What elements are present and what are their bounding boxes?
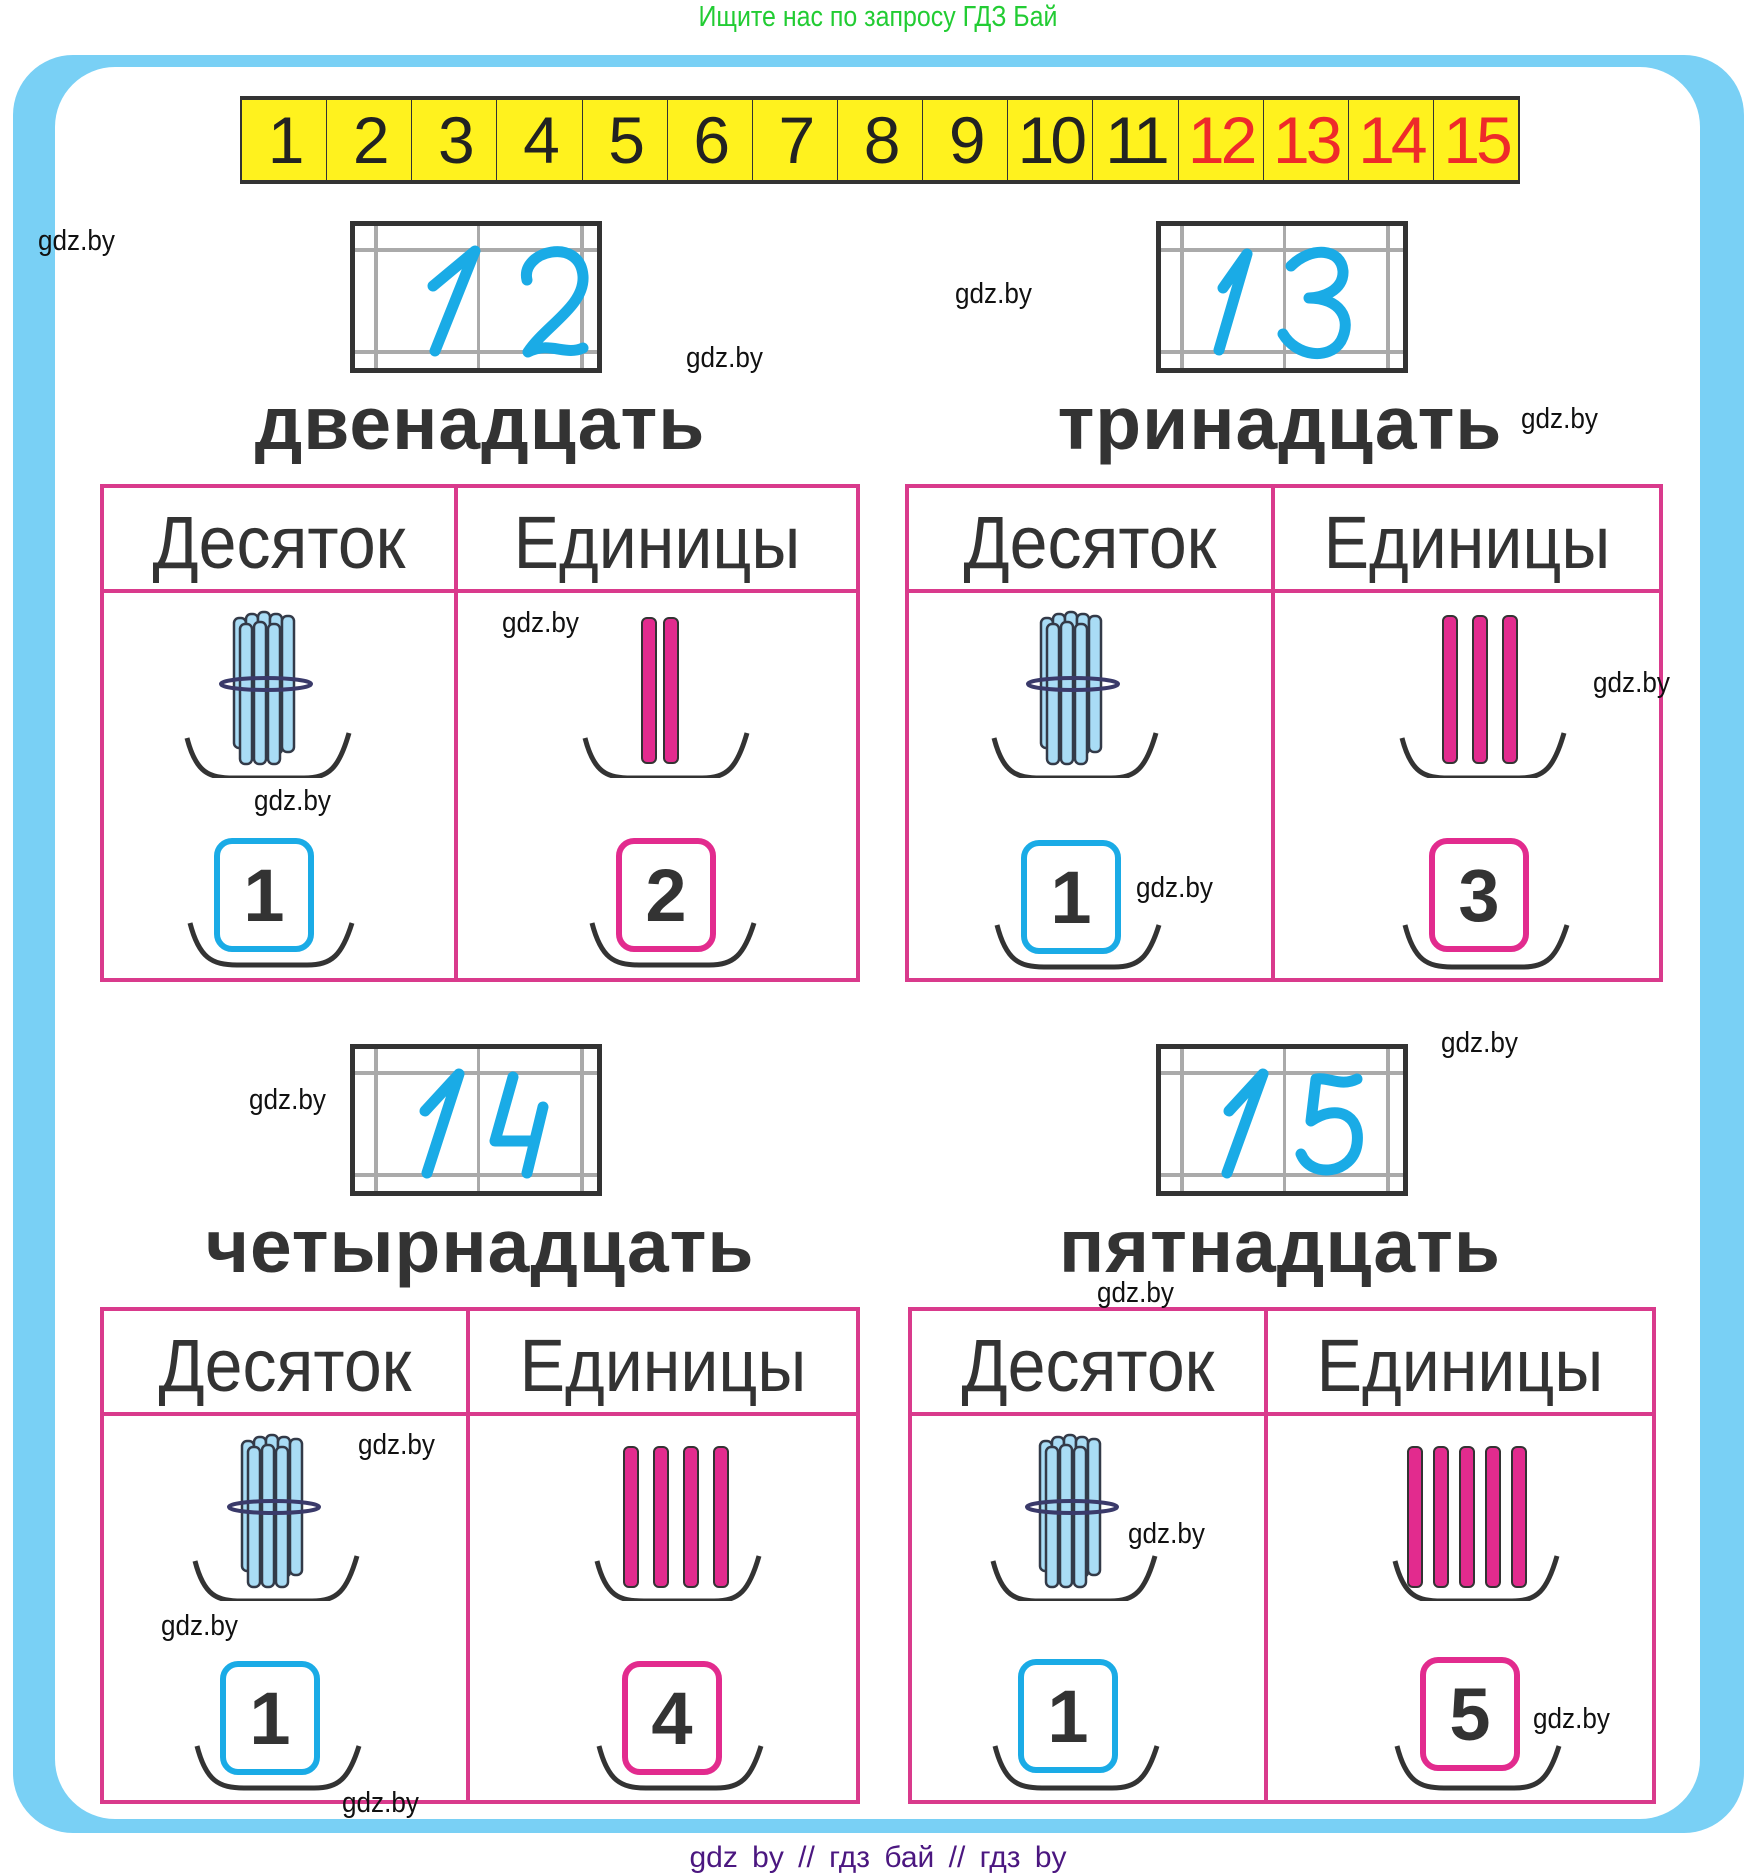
strip-cell-highlighted: 14 — [1348, 100, 1434, 180]
strip-cell: 4 — [497, 100, 583, 180]
units-digit-box: 2 — [616, 838, 716, 952]
units-header: Единицы — [519, 1324, 807, 1407]
strip-cell: 5 — [582, 100, 668, 180]
strip-cell: 7 — [752, 100, 838, 180]
tray-icon — [589, 922, 757, 968]
watermark: gdz.by — [1593, 667, 1670, 699]
tens-header: Десяток — [963, 501, 1217, 584]
tens-digit-box: 1 — [220, 1661, 320, 1775]
tens-digit-box: 1 — [1018, 1659, 1118, 1773]
tray-icon — [992, 1745, 1160, 1791]
search-banner: Ищите нас по запросу ГДЗ Бай — [698, 1, 1058, 33]
tens-header: Десяток — [961, 1324, 1215, 1407]
tray-icon — [187, 922, 355, 968]
units-digit-box: 3 — [1429, 838, 1529, 952]
tens-digit-box: 1 — [214, 838, 314, 952]
strip-cell: 11 — [1093, 100, 1179, 180]
number-word-12: двенадцать — [254, 381, 706, 465]
number-word-13: тринадцать — [1057, 381, 1503, 465]
unit-sticks-icon — [1399, 615, 1567, 778]
handwritten-13-icon — [1213, 246, 1351, 360]
strip-cell: 3 — [412, 100, 498, 180]
tens-header: Десяток — [158, 1324, 412, 1407]
tray-icon — [194, 1745, 362, 1791]
strip-cell: 8 — [837, 100, 924, 180]
tens-bundle-icon — [192, 1433, 360, 1601]
watermark: gdz.by — [254, 785, 331, 817]
footer: gdz by // гдз бай // гдз by — [689, 1841, 1067, 1874]
units-header: Единицы — [513, 501, 801, 584]
handwritten-12-icon — [427, 245, 589, 358]
strip-cell: 6 — [667, 100, 753, 180]
tray-icon — [1394, 1745, 1562, 1791]
place-value-table-14: Десяток Единицы 1 4 — [100, 1307, 860, 1804]
number-word-15: пятнадцать — [1059, 1204, 1501, 1288]
units-header: Единицы — [1316, 1324, 1604, 1407]
strip-cell-highlighted: 12 — [1178, 100, 1264, 180]
watermark: gdz.by — [358, 1429, 435, 1461]
strip-cell-highlighted: 15 — [1433, 100, 1519, 180]
watermark: gdz.by — [1533, 1703, 1610, 1735]
place-value-table-15: Десяток Единицы 1 5 — [908, 1307, 1656, 1804]
strip-cell: 1 — [242, 100, 328, 180]
watermark: gdz.by — [1097, 1277, 1174, 1309]
number-word-14: четырнадцать — [205, 1204, 755, 1288]
units-digit-box: 4 — [622, 1661, 722, 1775]
handwritten-number-box-15 — [1156, 1044, 1408, 1196]
strip-cell: 10 — [1008, 100, 1094, 180]
handwritten-number-box-14 — [350, 1044, 602, 1196]
tens-bundle-icon — [990, 1433, 1158, 1601]
tray-icon — [596, 1745, 764, 1791]
units-digit-box: 5 — [1420, 1657, 1520, 1771]
watermark: gdz.by — [502, 607, 579, 639]
handwritten-15-icon — [1221, 1068, 1363, 1179]
tens-digit-box: 1 — [1021, 840, 1121, 954]
watermark: gdz.by — [249, 1084, 326, 1116]
watermark: gdz.by — [1136, 872, 1213, 904]
tray-icon — [994, 924, 1162, 970]
watermark: gdz.by — [955, 278, 1032, 310]
units-header: Единицы — [1323, 501, 1611, 584]
page-frame — [55, 67, 1700, 1819]
unit-sticks-icon — [582, 617, 750, 778]
watermark: gdz.by — [342, 1787, 419, 1819]
tens-header: Десяток — [152, 501, 406, 584]
watermark: gdz.by — [1128, 1518, 1205, 1550]
handwritten-14-icon — [419, 1068, 549, 1179]
unit-sticks-icon — [594, 1446, 762, 1601]
handwritten-number-box-13 — [1156, 221, 1408, 373]
watermark: gdz.by — [161, 1610, 238, 1642]
strip-cell: 2 — [327, 100, 413, 180]
watermark: gdz.by — [38, 225, 115, 257]
tens-bundle-icon — [184, 610, 352, 778]
watermark: gdz.by — [1441, 1027, 1518, 1059]
handwritten-number-box-12 — [350, 221, 602, 373]
unit-sticks-icon — [1392, 1446, 1560, 1601]
strip-cell-highlighted: 13 — [1263, 100, 1349, 180]
tens-bundle-icon — [991, 610, 1159, 778]
watermark: gdz.by — [1521, 403, 1598, 435]
number-strip: 1 2 3 4 5 6 7 8 9 10 11 12 13 14 15 — [240, 96, 1520, 184]
place-value-table-12: Десяток Единицы 1 2 — [100, 484, 860, 982]
place-value-table-13: Десяток Единицы 1 3 — [905, 484, 1663, 982]
tray-icon — [1402, 924, 1570, 970]
watermark: gdz.by — [686, 342, 763, 374]
strip-cell: 9 — [923, 100, 1009, 180]
